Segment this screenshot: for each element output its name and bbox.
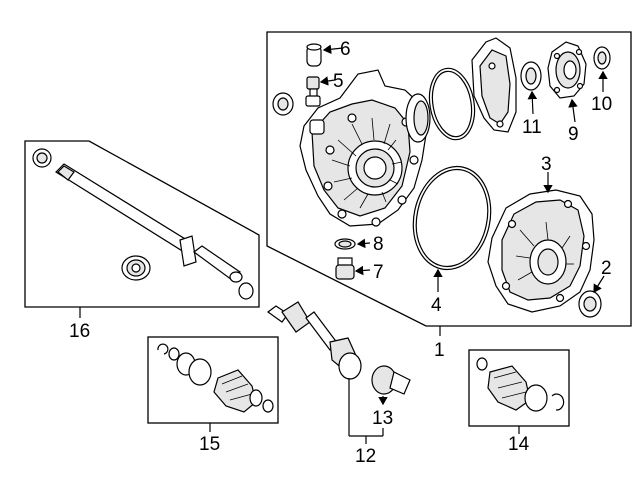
callout-12: 12 bbox=[355, 446, 376, 467]
part-3-rear-cover bbox=[487, 189, 595, 313]
o-ring-rear bbox=[428, 67, 476, 141]
callout-7: 7 bbox=[373, 262, 384, 283]
part-10-seal bbox=[593, 46, 611, 70]
bearing bbox=[121, 255, 151, 281]
part-15-outer-cv-kit bbox=[157, 343, 274, 413]
part-9-flange bbox=[547, 41, 587, 99]
callout-2: 2 bbox=[601, 258, 612, 279]
callout-16: 16 bbox=[69, 321, 90, 342]
callout-5: 5 bbox=[333, 71, 344, 92]
differential-group-frame bbox=[266, 31, 632, 327]
callout-labels: 6 5 11 9 10 3 2 4 8 7 1 16 15 14 13 12 bbox=[69, 39, 612, 467]
callout-9: 9 bbox=[568, 124, 579, 145]
callout-14: 14 bbox=[508, 434, 530, 455]
side-seal-left bbox=[272, 92, 294, 116]
part-2-seal bbox=[578, 290, 602, 318]
part-14-inner-cv-kit bbox=[476, 357, 565, 412]
callout-4: 4 bbox=[431, 295, 442, 316]
callout-15: 15 bbox=[199, 434, 220, 455]
part-7-plug bbox=[335, 257, 355, 280]
callout-13: 13 bbox=[372, 408, 393, 429]
part-6-plug bbox=[306, 43, 322, 67]
axle-shaft-group-frame bbox=[24, 140, 260, 308]
callout-3: 3 bbox=[541, 154, 552, 175]
callout-8: 8 bbox=[373, 234, 384, 255]
part-5-vent bbox=[305, 76, 321, 107]
callout-6: 6 bbox=[340, 39, 351, 60]
part-8-ring bbox=[334, 238, 356, 250]
outer-cv-kit-frame bbox=[147, 336, 279, 424]
leader-lines bbox=[79, 44, 608, 444]
part-16-axle-shaft bbox=[32, 148, 254, 300]
callout-1: 1 bbox=[434, 340, 445, 361]
part-11-seal bbox=[520, 61, 542, 91]
differential-housing bbox=[299, 69, 431, 227]
callout-11: 11 bbox=[522, 117, 542, 138]
gasket-plate bbox=[471, 37, 517, 133]
callout-10: 10 bbox=[591, 94, 612, 115]
part-4-o-ring bbox=[412, 165, 492, 271]
part-12-half-shaft bbox=[266, 301, 411, 395]
